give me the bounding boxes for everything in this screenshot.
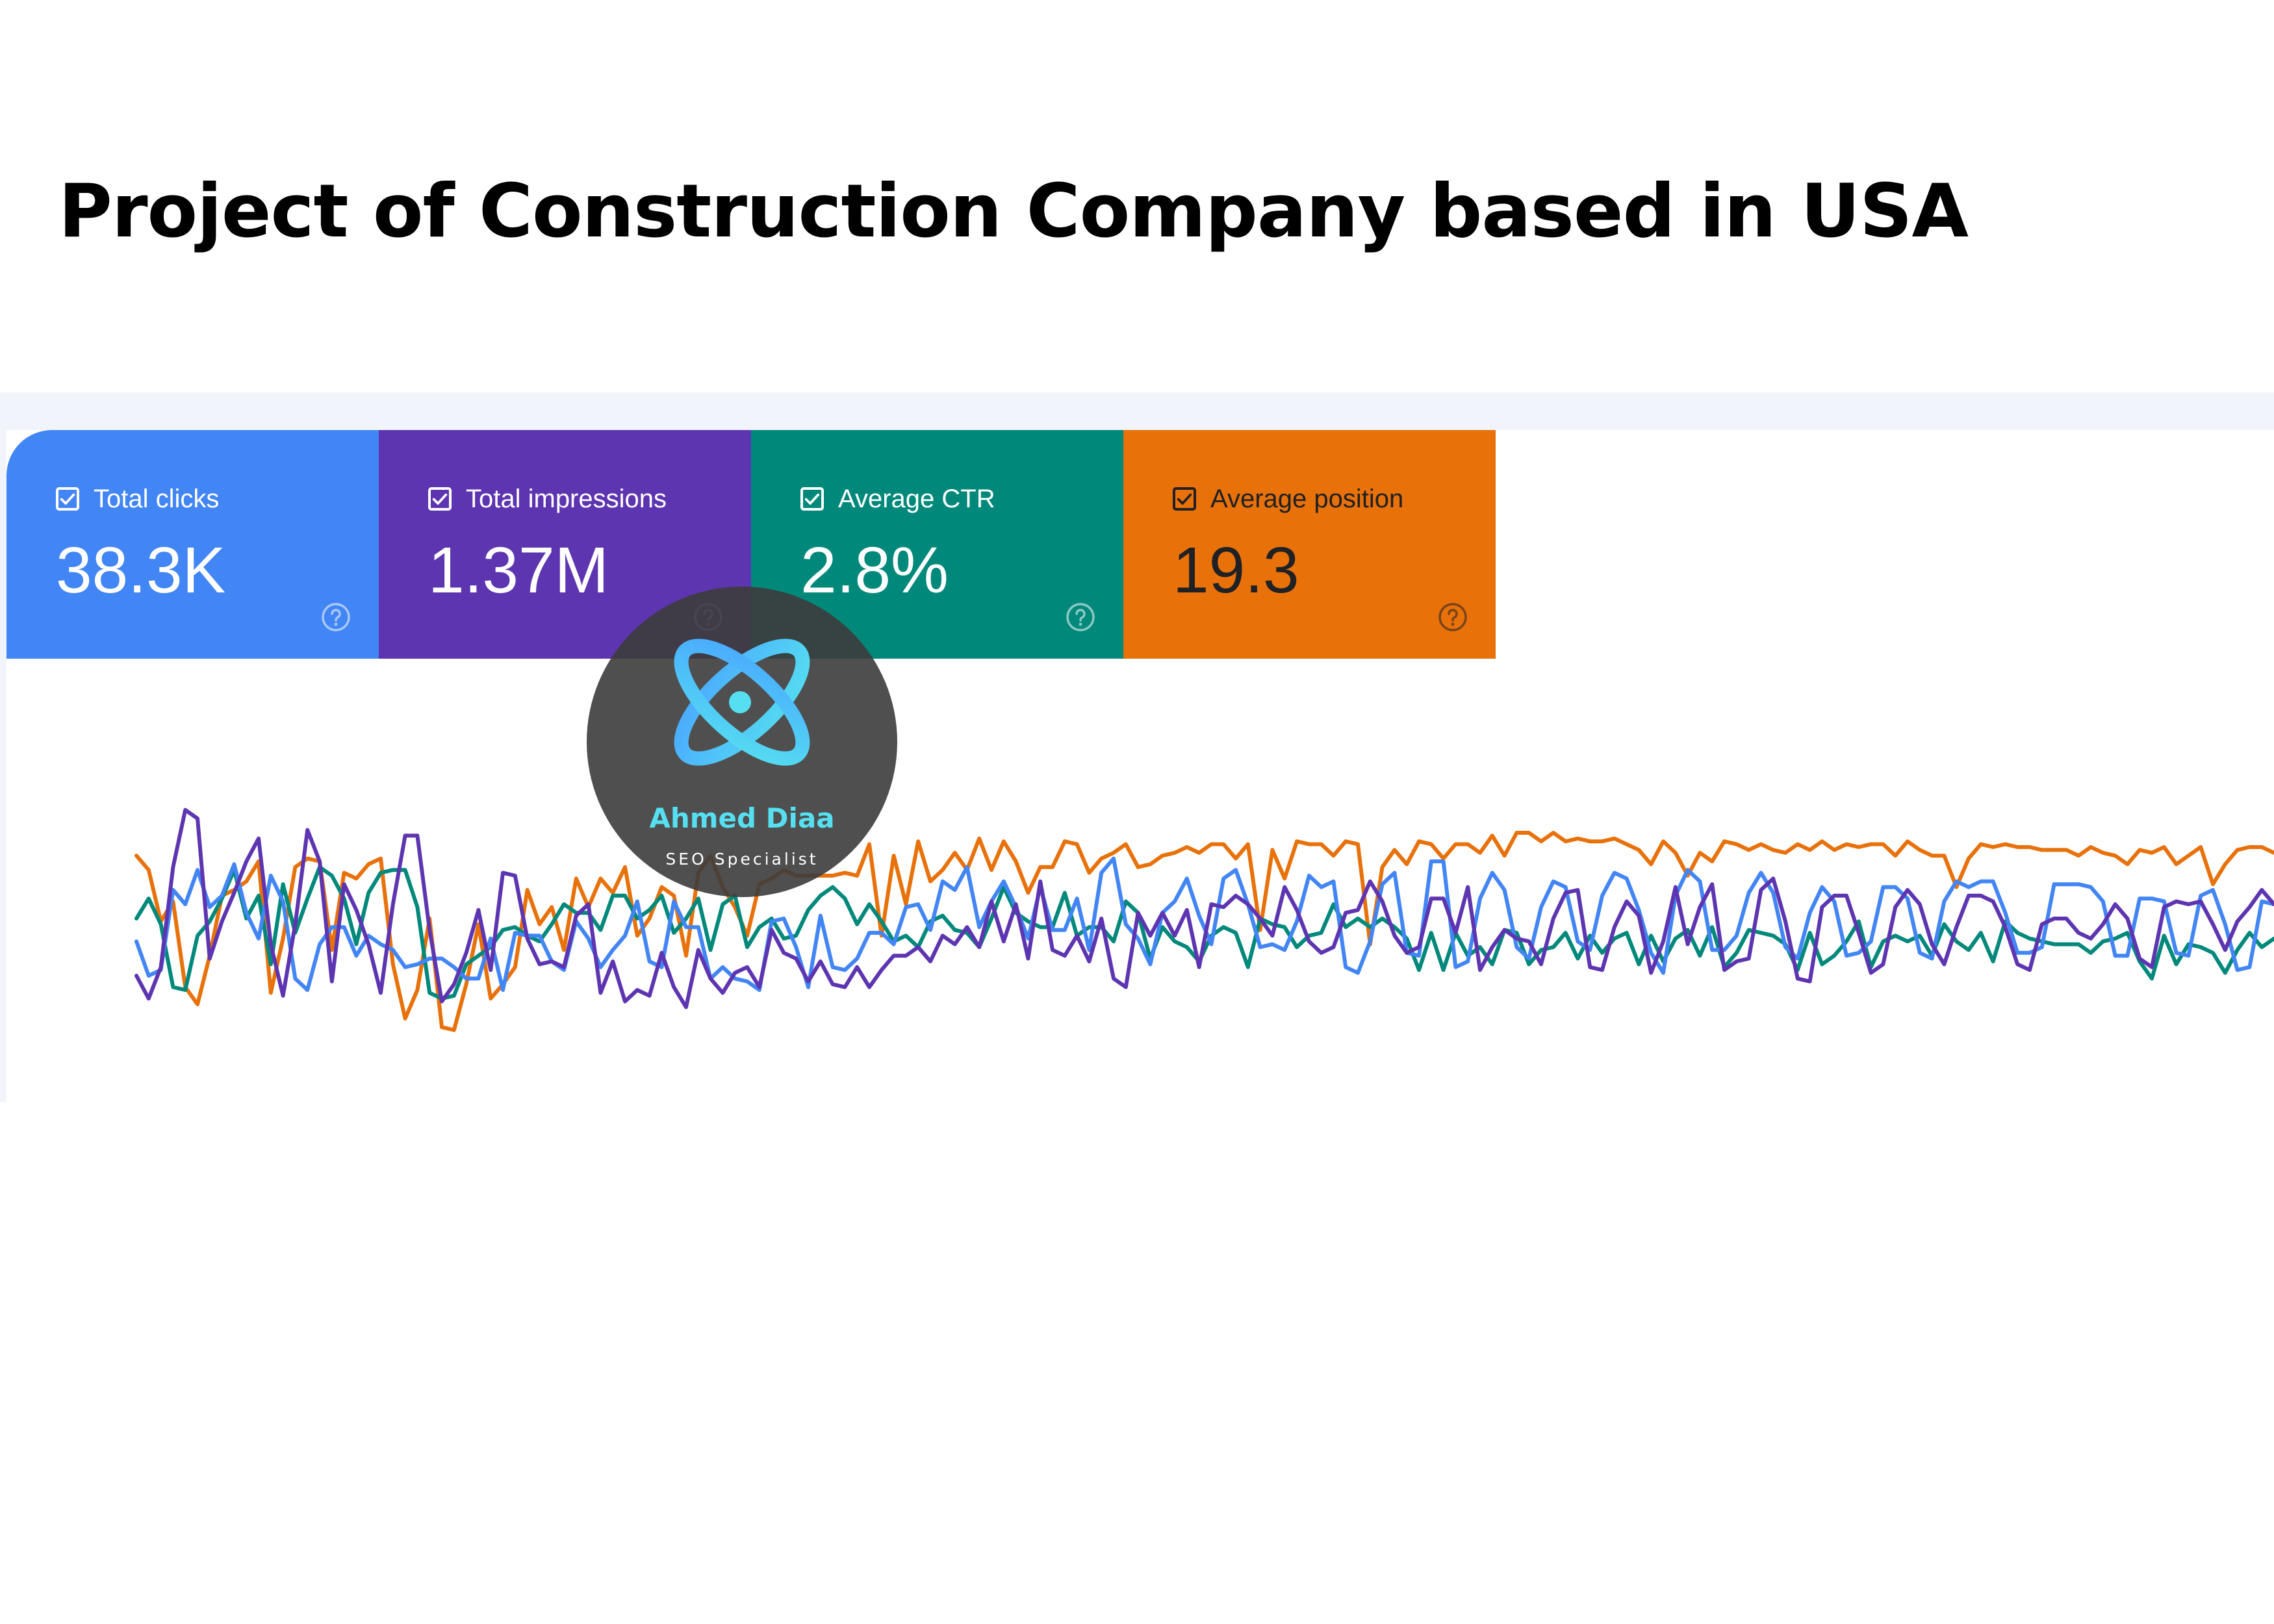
orbit-logo-icon <box>674 639 810 766</box>
series-line-1 <box>134 831 2274 1032</box>
help-circle-icon[interactable] <box>1065 602 1096 633</box>
metric-label: Average CTR <box>838 485 995 513</box>
metric-head: Total clicks <box>56 481 379 517</box>
help-circle-icon[interactable] <box>320 602 351 633</box>
help-circle-icon[interactable] <box>1437 602 1468 633</box>
metric-head: Total impressions <box>428 481 751 517</box>
metric-value: 1.37M <box>428 534 609 607</box>
metric-label: Total impressions <box>466 485 667 513</box>
metric-value: 19.3 <box>1173 534 1299 607</box>
metric-value: 2.8% <box>800 534 949 607</box>
top-strip <box>0 392 2274 431</box>
metric-label: Total clicks <box>94 485 220 513</box>
metric-card-total-clicks[interactable]: Total clicks 38.3K <box>6 430 379 659</box>
watermark-name: Ahmed Diaa <box>649 802 835 834</box>
watermark-badge: Ahmed Diaa SEO Specialist <box>587 587 897 897</box>
metric-label: Average position <box>1210 485 1404 513</box>
metric-card-average-position[interactable]: Average position 19.3 <box>1123 430 1496 659</box>
page-title: Project of Construction Company based in… <box>58 168 1969 254</box>
panel-edge <box>0 430 6 1102</box>
checkbox-icon[interactable] <box>1173 487 1196 511</box>
metric-head: Average CTR <box>800 481 1123 517</box>
metric-value: 38.3K <box>56 534 226 607</box>
checkbox-icon[interactable] <box>56 487 79 511</box>
series-line-4 <box>134 807 2274 1009</box>
metric-head: Average position <box>1173 481 1496 517</box>
checkbox-icon[interactable] <box>800 487 824 511</box>
watermark-role: SEO Specialist <box>665 850 819 869</box>
checkbox-icon[interactable] <box>428 487 452 511</box>
